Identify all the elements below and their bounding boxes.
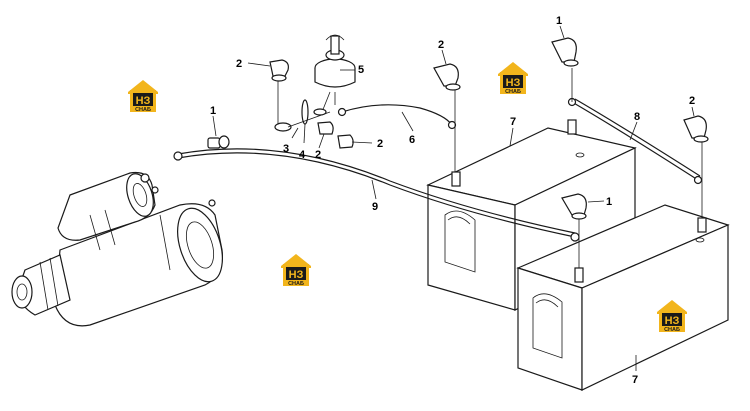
callout-1-battery2-cap: 1 [606,196,612,208]
callout-7-battery2: 7 [632,374,638,386]
svg-text:НЗ: НЗ [665,315,680,327]
callout-7-battery1: 7 [510,116,516,128]
callout-2-switch-cap: 2 [315,149,321,161]
brand-logo: НЗ СНАБ [498,62,528,95]
brand-logo: НЗ СНАБ [281,254,311,287]
callout-8-jumper-cable: 8 [634,111,640,123]
svg-text:НЗ: НЗ [289,269,304,281]
brand-logo: НЗ СНАБ [657,300,687,333]
svg-text:СНАБ: СНАБ [135,107,151,113]
callout-2-cable-cap: 2 [377,138,383,150]
svg-text:СНАБ: СНАБ [664,327,680,333]
callout-9-starter-cable: 9 [372,201,378,213]
callout-5-battery-switch: 5 [358,64,364,76]
svg-text:НЗ: НЗ [506,77,521,89]
callout-2-left-cap: 2 [236,58,242,70]
callout-1-starter-cap: 1 [210,105,216,117]
callout-1-top-cap: 1 [556,15,562,27]
battery-2 [516,204,730,391]
callout-6-switch-cable: 6 [409,134,415,146]
svg-text:СНАБ: СНАБ [505,89,521,95]
svg-text:НЗ: НЗ [136,95,151,107]
callout-labels: 1 1 1 2 2 2 2 2 3 4 5 6 7 7 8 9 [210,15,695,386]
brand-logo: НЗ СНАБ [128,80,158,113]
leader-lines [212,25,695,371]
svg-text:СНАБ: СНАБ [288,281,304,287]
cables [173,68,703,268]
starter-motor [11,171,223,327]
terminal-caps [207,37,709,220]
battery-switch [314,34,356,113]
callout-4-washer: 4 [299,149,306,161]
hardware-parts [274,99,331,132]
watermark-logos: НЗ СНАБ НЗ СНАБ НЗ СНАБ НЗ СНАБ [128,62,687,333]
callout-2-battery1-cap: 2 [438,39,444,51]
callout-3-bolt: 3 [283,143,289,155]
callout-2-right-cap: 2 [689,95,695,107]
